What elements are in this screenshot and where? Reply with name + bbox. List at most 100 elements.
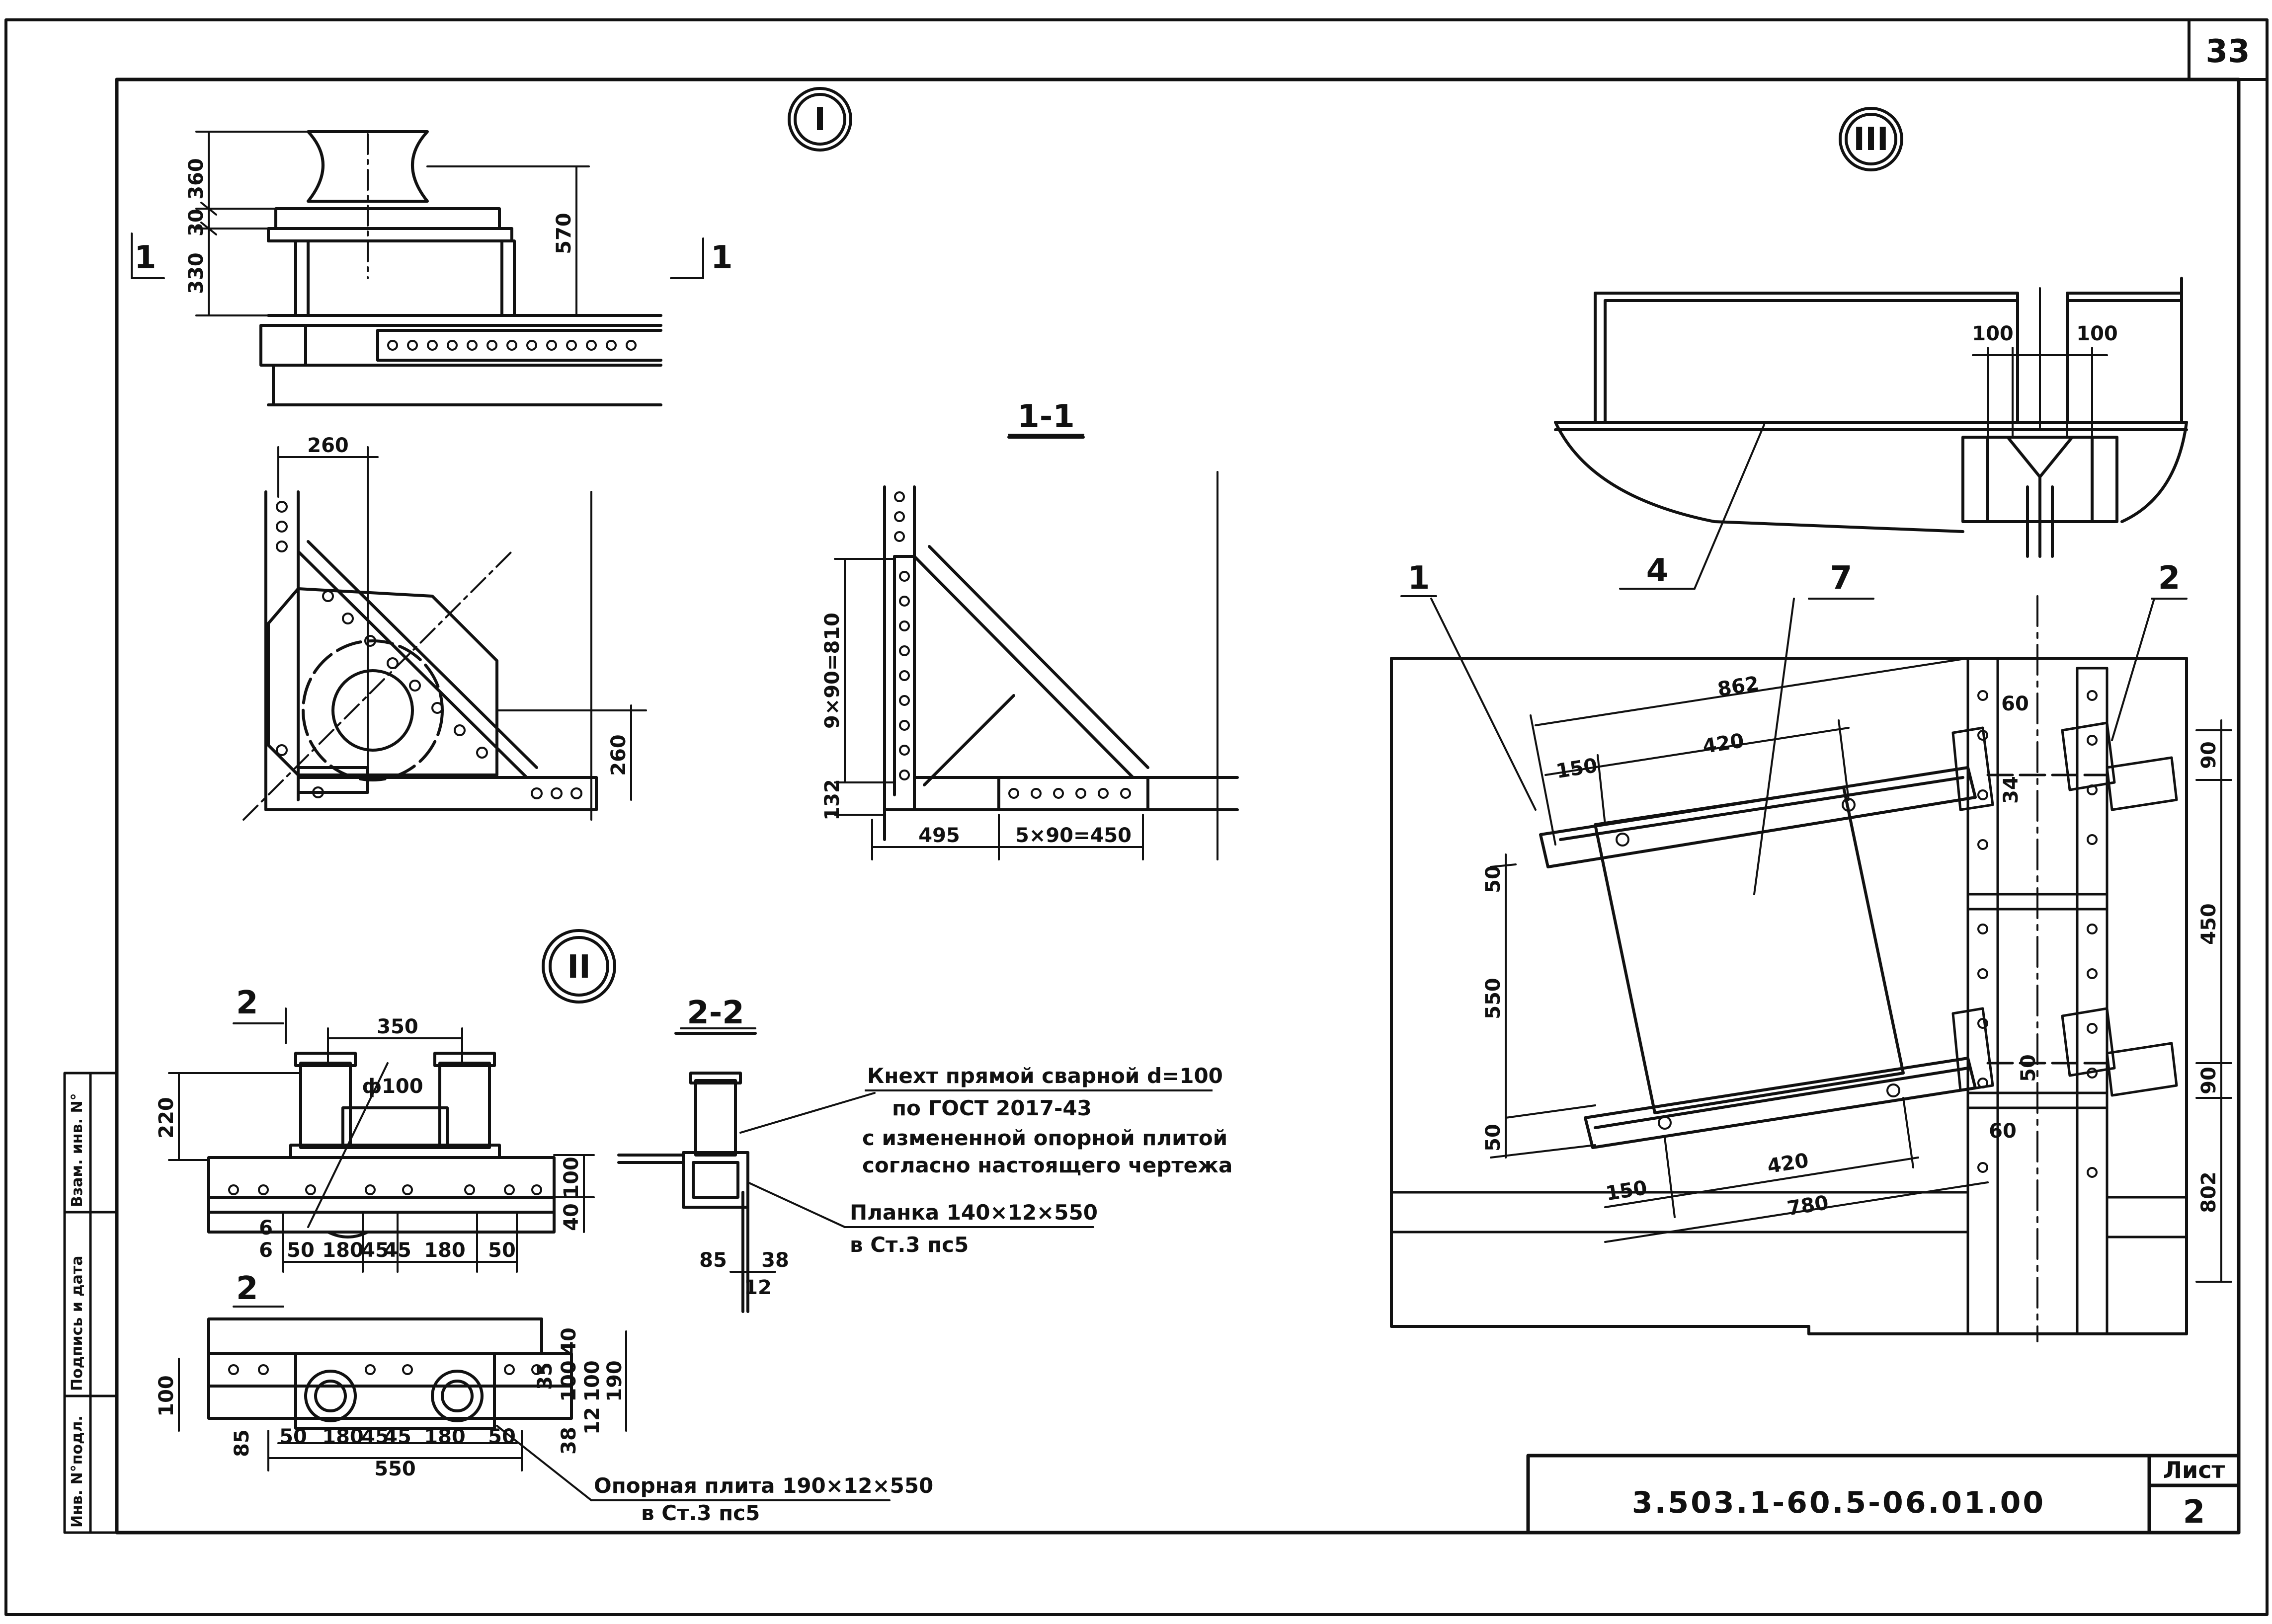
side-stamp-label-sign: Подпись и дата <box>69 1256 86 1391</box>
dim-label: 150 <box>1554 754 1599 783</box>
dim-label: 420 <box>1701 729 1746 758</box>
note-planka-line1: Планка 140×12×550 <box>850 1200 1098 1225</box>
dim-label: 35 <box>534 1362 557 1390</box>
node2-plan-bolts <box>228 1364 542 1375</box>
note-planka-line2: в Ст.3 пс5 <box>850 1233 969 1257</box>
dim-label: 6 <box>259 1217 273 1239</box>
node3-elevation-dims <box>1619 287 2108 590</box>
node3-plan-beams <box>1390 657 2188 1335</box>
node2-front-dims <box>168 1007 595 1308</box>
note-knecht-line2: по ГОСТ 2017-43 <box>892 1096 1092 1120</box>
dim-label: 90 <box>2197 1067 2220 1094</box>
side-stamp-label-replace: Взам. инв. N° <box>69 1093 86 1207</box>
note-knecht-line1: Кнехт прямой сварной d=100 <box>867 1064 1223 1088</box>
dim-label: 12 <box>744 1276 772 1299</box>
dim-label: 38 <box>761 1249 789 1272</box>
section11-bolts <box>894 491 1131 799</box>
dim-label: 570 <box>553 213 575 254</box>
dim-label: 85 <box>231 1429 253 1457</box>
dim-label: 100 <box>155 1375 178 1417</box>
node1-plan <box>264 490 598 811</box>
dim-label: 495 <box>918 824 960 847</box>
dim-label: 38 <box>558 1427 580 1455</box>
node1-elevation <box>259 130 662 406</box>
node1-marker-label: I <box>814 101 826 138</box>
dim-label: 180 <box>424 1239 466 1262</box>
note-plita-line1: Опорная плита 190×12×550 <box>594 1473 933 1498</box>
page-number: 33 <box>2205 33 2250 70</box>
view-markers <box>542 87 1903 1035</box>
dim-label: 180 <box>322 1425 364 1448</box>
node2-section-tag-top: 2 <box>236 985 258 1021</box>
node1-elevation-dims <box>131 131 704 316</box>
callout-1: 1 <box>1408 560 1430 597</box>
note-plita-line2: в Ст.3 пс5 <box>641 1501 760 1525</box>
dim-label: 9×90=810 <box>821 613 844 729</box>
node3-marker-label: III <box>1853 121 1888 158</box>
outer-frame <box>4 18 2269 1616</box>
section11-title: 1-1 <box>1017 398 1075 435</box>
dim-label: 802 <box>2197 1171 2220 1213</box>
node1-plan-dims <box>243 446 647 821</box>
dim-label: 90 <box>2197 741 2220 769</box>
section11-drawing <box>883 485 1239 841</box>
dim-label: 45 <box>384 1425 411 1448</box>
node1-elevation-bolts <box>387 340 637 351</box>
dim-label: 50 <box>1482 865 1505 893</box>
dim-label: 550 <box>1482 978 1505 1019</box>
note-knecht-line4: согласно настоящего чертежа <box>862 1153 1232 1177</box>
dim-label: 360 <box>185 158 208 200</box>
dim-label: ф100 <box>362 1075 423 1098</box>
title-block <box>1526 1454 2241 1535</box>
node3-plan-plate <box>1539 766 1977 1149</box>
node3-plan-bolts <box>1616 690 2098 1178</box>
dim-label: 100 <box>581 1360 604 1402</box>
dim-label: 30 <box>185 209 208 236</box>
callout-4: 4 <box>1646 552 1669 589</box>
dim-label: 50 <box>279 1425 307 1448</box>
node1-section-tag-left: 1 <box>134 239 157 276</box>
dim-label: 550 <box>374 1458 416 1480</box>
callout-2: 2 <box>2158 560 2181 597</box>
dim-label: 132 <box>821 779 844 821</box>
section22-dims <box>680 1027 1094 1273</box>
sheet-label: Лист <box>2163 1457 2225 1483</box>
sheet-number: 2 <box>2183 1494 2205 1531</box>
dim-label: 220 <box>155 1097 178 1139</box>
dim-label: 180 <box>424 1425 466 1448</box>
dim-label: 40 <box>558 1327 580 1355</box>
dim-label: 50 <box>2017 1054 2040 1082</box>
dim-label: 5×90=450 <box>1015 824 1132 847</box>
side-stamp <box>63 1072 118 1534</box>
dim-label: 50 <box>488 1425 516 1448</box>
dim-label: 260 <box>607 734 630 776</box>
dim-label: 420 <box>1766 1149 1810 1178</box>
node2-front-bolts <box>228 1184 542 1195</box>
dim-label: 350 <box>377 1015 418 1038</box>
dim-label: 6 <box>259 1239 273 1262</box>
dim-label: 45 <box>384 1239 411 1262</box>
dim-label: 45 <box>361 1425 389 1448</box>
dim-label: 190 <box>603 1360 626 1402</box>
inner-frame <box>115 77 2241 1535</box>
dim-label: 34 <box>2000 776 2023 804</box>
dim-label: 100 <box>2076 322 2118 345</box>
dim-label: 45 <box>361 1239 389 1262</box>
dim-label: 50 <box>488 1239 516 1262</box>
dim-label: 862 <box>1716 672 1761 701</box>
section11-dims <box>834 434 1218 860</box>
dim-label: 100 <box>558 1360 580 1402</box>
document-code: 3.503.1-60.5-06.01.00 <box>1632 1485 2045 1520</box>
dim-label: 50 <box>287 1239 315 1262</box>
node2-plan <box>207 1317 573 1430</box>
dim-label: 50 <box>1482 1124 1505 1152</box>
dim-label: 100 <box>1972 322 2014 345</box>
dim-label: 60 <box>2001 693 2029 715</box>
dim-label: 12 <box>581 1407 604 1435</box>
node2-section-tag-bottom: 2 <box>236 1270 258 1307</box>
section22-title: 2-2 <box>687 995 744 1031</box>
callout-7: 7 <box>1830 560 1853 597</box>
dim-label: 85 <box>699 1249 727 1272</box>
dim-label: 40 <box>560 1203 583 1231</box>
